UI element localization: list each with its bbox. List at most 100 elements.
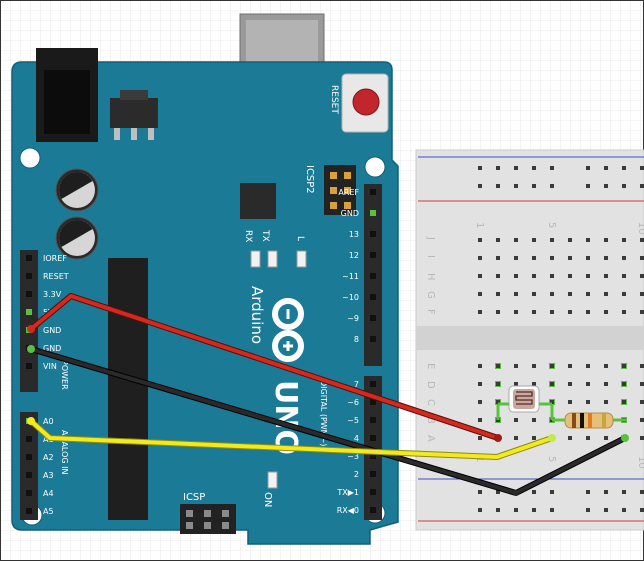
header-pin[interactable] bbox=[370, 399, 376, 405]
icsp-pin bbox=[204, 510, 211, 517]
header-pin[interactable] bbox=[370, 381, 376, 387]
breadboard-hole bbox=[550, 166, 554, 170]
wire-bend bbox=[513, 490, 519, 496]
breadboard-hole bbox=[586, 166, 590, 170]
breadboard-hole bbox=[622, 490, 626, 494]
breadboard-hole bbox=[478, 400, 482, 404]
header-pin[interactable] bbox=[370, 294, 376, 300]
breadboard-hole bbox=[640, 382, 644, 386]
center-channel bbox=[416, 326, 644, 350]
digital-pin-label: 13 bbox=[349, 230, 359, 239]
digital-pin-label: 4 bbox=[354, 434, 359, 443]
photoresistor-leads bbox=[496, 404, 554, 420]
header-pin[interactable] bbox=[370, 231, 376, 237]
header-pin[interactable] bbox=[26, 472, 32, 478]
header-pin[interactable] bbox=[26, 508, 32, 514]
breadboard-hole bbox=[478, 364, 482, 368]
breadboard-hole bbox=[496, 256, 500, 260]
header-pin[interactable] bbox=[26, 454, 32, 460]
header-pin[interactable] bbox=[370, 315, 376, 321]
breadboard-hole bbox=[532, 184, 536, 188]
header-pin[interactable] bbox=[370, 336, 376, 342]
photoresistor-track bbox=[515, 391, 533, 405]
breadboard-hole bbox=[550, 490, 554, 494]
icsp-pin bbox=[222, 522, 229, 529]
breadboard-hole bbox=[586, 400, 590, 404]
header-pin[interactable] bbox=[370, 417, 376, 423]
breadboard-hole bbox=[622, 166, 626, 170]
breadboard-hole bbox=[568, 292, 572, 296]
wire-end bbox=[27, 325, 35, 333]
digital-pin-label: AREF bbox=[338, 188, 359, 197]
analog-pin-label: A3 bbox=[43, 471, 54, 480]
digital-pin-label: ~5 bbox=[347, 416, 359, 425]
header-pin[interactable] bbox=[370, 489, 376, 495]
column-number: 10 bbox=[636, 456, 644, 469]
breadboard-hole bbox=[586, 256, 590, 260]
breadboard-hole bbox=[640, 490, 644, 494]
row-letter: E bbox=[425, 363, 436, 369]
header-pin[interactable] bbox=[26, 273, 32, 279]
analog-pin-label: A5 bbox=[43, 507, 54, 516]
breadboard-hole bbox=[514, 436, 518, 440]
breadboard-hole bbox=[640, 418, 644, 422]
led-tx-label: TX bbox=[260, 229, 270, 242]
breadboard-hole bbox=[640, 508, 644, 512]
digital-pin-label: ~9 bbox=[347, 314, 359, 323]
row-letter: J bbox=[425, 236, 436, 240]
model-text: UNO bbox=[268, 380, 303, 455]
header-pin[interactable] bbox=[26, 363, 32, 369]
breadboard-hole bbox=[550, 184, 554, 188]
header-pin[interactable] bbox=[26, 255, 32, 261]
breadboard-hole bbox=[514, 274, 518, 278]
led-l bbox=[296, 250, 307, 268]
breadboard-hole bbox=[604, 490, 608, 494]
header-pin[interactable] bbox=[370, 210, 376, 216]
header-pin[interactable] bbox=[370, 189, 376, 195]
breadboard-hole bbox=[640, 238, 644, 242]
breadboard-hole bbox=[550, 274, 554, 278]
icsp2-pin bbox=[344, 187, 351, 194]
wire-end bbox=[494, 434, 502, 442]
header-pin[interactable] bbox=[370, 507, 376, 513]
wire-end bbox=[621, 434, 629, 442]
header-pin[interactable] bbox=[370, 273, 376, 279]
breadboard-hole bbox=[478, 310, 482, 314]
header-pin[interactable] bbox=[370, 435, 376, 441]
led-rx bbox=[250, 250, 261, 268]
header-pin[interactable] bbox=[26, 490, 32, 496]
header-pin[interactable] bbox=[26, 309, 32, 315]
breadboard-hole bbox=[478, 382, 482, 386]
breadboard-hole bbox=[532, 274, 536, 278]
breadboard-hole bbox=[514, 238, 518, 242]
icsp2-pin bbox=[330, 202, 337, 209]
breadboard-hole bbox=[514, 310, 518, 314]
resistor-band bbox=[602, 413, 606, 428]
breadboard-hole bbox=[550, 238, 554, 242]
arduino-uno-board: RESET ICSP2 RX TX L bbox=[11, 13, 399, 545]
breadboard-hole bbox=[604, 400, 608, 404]
header-pin[interactable] bbox=[370, 471, 376, 477]
breadboard-hole bbox=[586, 274, 590, 278]
header-pin[interactable] bbox=[370, 252, 376, 258]
header-pin[interactable] bbox=[26, 291, 32, 297]
breadboard-hole bbox=[514, 184, 518, 188]
wires bbox=[27, 293, 629, 496]
breadboard-hole bbox=[568, 400, 572, 404]
breadboard-hole bbox=[586, 292, 590, 296]
analog-pin-label: A2 bbox=[43, 453, 54, 462]
row-letter: D bbox=[425, 381, 436, 389]
digital-pin-label: ~3 bbox=[347, 452, 359, 461]
breadboard-hole bbox=[550, 292, 554, 296]
header-pin[interactable] bbox=[26, 436, 32, 442]
breadboard-hole bbox=[496, 238, 500, 242]
icsp2-pin bbox=[344, 202, 351, 209]
breadboard-hole bbox=[514, 256, 518, 260]
breadboard-hole bbox=[496, 364, 500, 368]
reset-button[interactable] bbox=[352, 88, 380, 116]
header-pin[interactable] bbox=[370, 453, 376, 459]
breadboard-hole bbox=[532, 292, 536, 296]
breadboard-hole bbox=[604, 238, 608, 242]
breadboard-hole bbox=[514, 382, 518, 386]
